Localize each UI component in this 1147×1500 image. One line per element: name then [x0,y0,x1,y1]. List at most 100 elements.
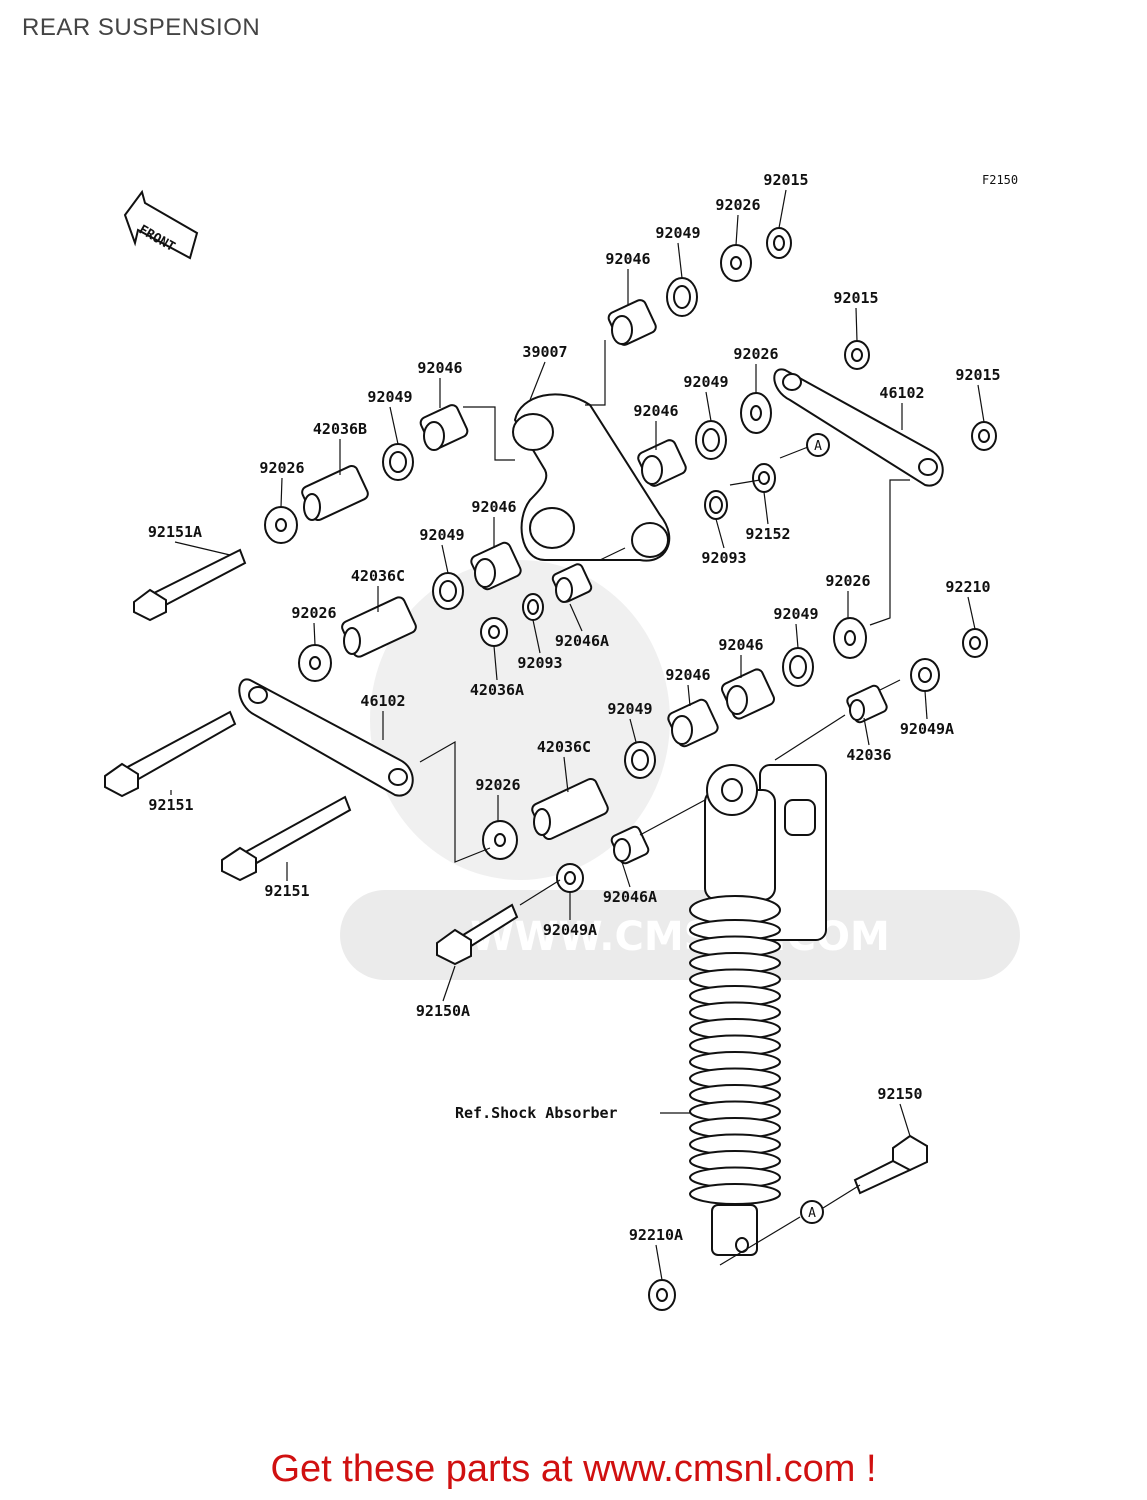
leader-line [977,384,985,423]
assembly-line [639,799,706,836]
part-number-92015[interactable]: 92015 [763,171,808,189]
part-number-92026[interactable]: 92026 [291,604,336,622]
part-number-92151[interactable]: 92151 [264,882,309,900]
part-number-42036c[interactable]: 42036C [351,567,405,585]
leader-line [621,861,631,888]
leader-line [442,965,456,1002]
callout-a-lower: A [800,1200,824,1224]
part-number-92046[interactable]: 92046 [665,666,710,684]
part-number-92049[interactable]: 92049 [607,700,652,718]
part-number-92210[interactable]: 92210 [945,578,990,596]
part-number-46102[interactable]: 46102 [360,692,405,710]
part-number-92046[interactable]: 92046 [605,250,650,268]
part-number-92026[interactable]: 92026 [259,459,304,477]
promo-footer[interactable]: Get these parts at www.cmsnl.com ! [270,1448,877,1490]
part-number-labels: 9201592026920499204692015920269201539007… [148,171,1001,1244]
bearing-lower-mid [667,698,719,748]
assembly-line [879,679,901,691]
part-number-92210a[interactable]: 92210A [629,1226,683,1244]
part-number-92151a[interactable]: 92151A [148,523,202,541]
callout-a-label: A [814,439,822,454]
part-number-46102[interactable]: 46102 [879,384,924,402]
part-number-92150a[interactable]: 92150A [416,1002,470,1020]
part-number-92151[interactable]: 92151 [148,796,193,814]
part-number-92049[interactable]: 92049 [367,388,412,406]
assembly-line [869,479,910,626]
bolt-92150 [853,1134,928,1195]
part-number-92026[interactable]: 92026 [715,196,760,214]
part-number-42036a[interactable]: 42036A [470,681,524,699]
leader-line [569,603,583,632]
bearing-left-mid [470,541,522,591]
nut-right [971,421,997,451]
leader-line [313,622,316,646]
leader-line [687,684,691,707]
assembly-line [519,879,561,906]
part-number-92046[interactable]: 92046 [633,402,678,420]
page-title: REAR SUSPENSION [22,14,261,41]
part-number-92026[interactable]: 92026 [825,572,870,590]
bearing-92046a-lower [610,825,650,865]
part-number-42036b[interactable]: 42036B [313,420,367,438]
leader-line [493,645,498,681]
tie-rod-left [238,678,414,797]
collar-42036c-lower [531,777,609,841]
exploded-parts-diagram: WWW.CMSNL.COM F2150 FRONT [104,171,1020,1311]
part-number-92049[interactable]: 92049 [655,224,700,242]
part-number-92046[interactable]: 92046 [471,498,516,516]
part-number-92026[interactable]: 92026 [733,345,778,363]
nut-92210 [962,628,988,658]
collar-42036c [341,596,417,658]
collar-42036 [846,684,888,724]
part-number-39007[interactable]: 39007 [522,343,567,361]
part-number-92046a[interactable]: 92046A [555,632,609,650]
bearing-left-upper [419,404,469,451]
seal-right-lower [782,647,814,687]
part-number-92046[interactable]: 92046 [417,359,462,377]
washer-right-lower [833,617,867,659]
part-number-42036[interactable]: 42036 [846,746,891,764]
seal-left-upper [382,443,414,481]
part-number-92093[interactable]: 92093 [701,549,746,567]
assembly-line [585,340,606,406]
front-arrow-icon: FRONT [123,189,199,260]
seal-top [666,277,698,317]
washer-92049a-lower [556,863,584,893]
leader-line [705,391,712,422]
leader-line [629,718,637,743]
part-number-92015[interactable]: 92015 [955,366,1000,384]
part-number-92015[interactable]: 92015 [833,289,878,307]
leader-line [735,214,739,246]
seal-mid [695,420,727,460]
part-number-92049[interactable]: 92049 [773,605,818,623]
bearing-92046a [551,563,593,603]
collar-42036a [480,617,508,647]
bolt-92151-lower [221,795,352,882]
part-number-92049a[interactable]: 92049A [543,921,597,939]
leader-line [924,690,928,720]
part-number-92049[interactable]: 92049 [419,526,464,544]
part-number-92046[interactable]: 92046 [718,636,763,654]
bolt-92150a [436,903,519,966]
part-number-92049[interactable]: 92049 [683,373,728,391]
washer-left-upper [264,506,298,544]
figure-code: F2150 [982,173,1018,187]
collar-42036b [301,464,369,522]
shock-absorber [689,764,827,1256]
part-number-92049a[interactable]: 92049A [900,720,954,738]
assembly-line [729,479,761,486]
washer-mid [740,392,772,434]
leader-line [529,361,546,401]
leader-line [863,717,870,746]
part-number-92026[interactable]: 92026 [475,776,520,794]
assembly-line [419,740,491,863]
part-number-92152[interactable]: 92152 [745,525,790,543]
spring-coil [689,1183,781,1205]
part-number-42036c[interactable]: 42036C [537,738,591,756]
part-number-92046a[interactable]: 92046A [603,888,657,906]
part-number-92093[interactable]: 92093 [517,654,562,672]
leader-line [389,406,399,445]
leader-line [899,1103,911,1137]
seal-92093-lower [522,593,544,621]
part-number-92150[interactable]: 92150 [877,1085,922,1103]
